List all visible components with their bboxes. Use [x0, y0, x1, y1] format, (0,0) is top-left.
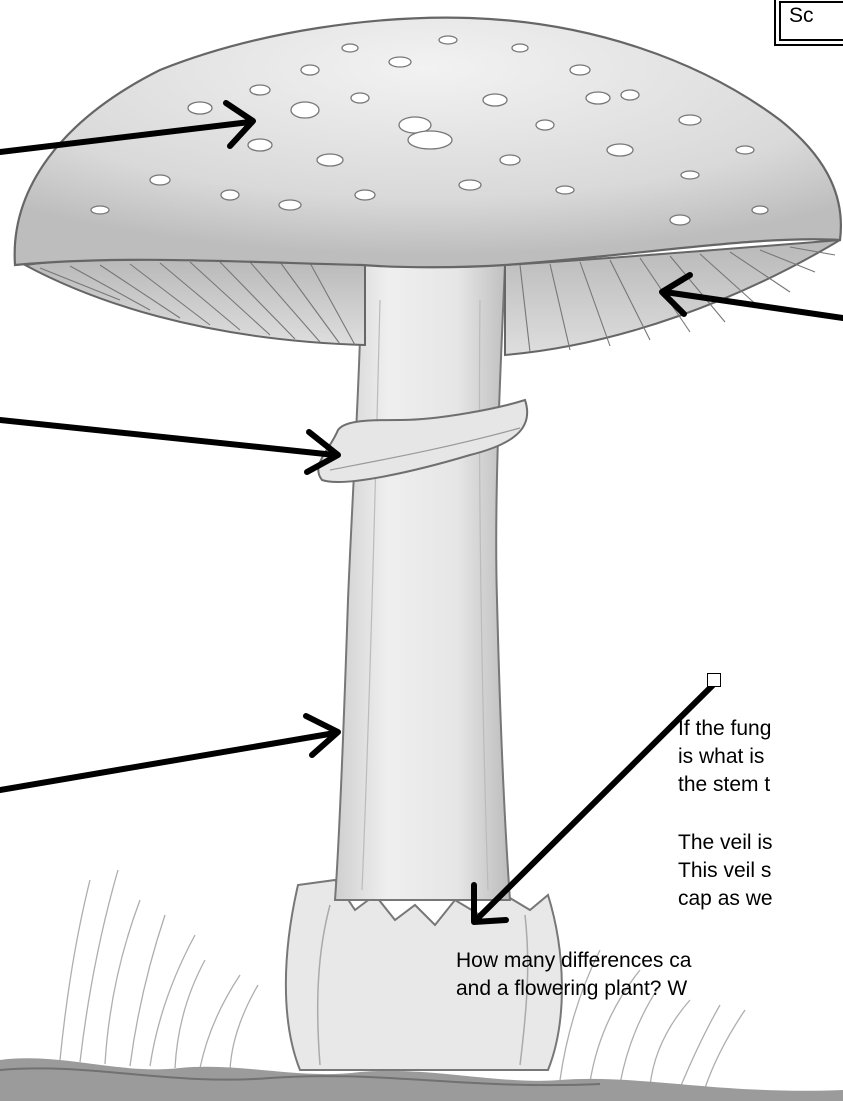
- veil-desc-line-3: cap as we: [678, 885, 773, 913]
- veil-intro-line-3: the stem t: [678, 771, 770, 799]
- veil-intro-line-1: If the fung: [678, 715, 771, 743]
- question-line-1: How many differences ca: [456, 947, 843, 975]
- veil-intro-line-2: is what is: [678, 743, 764, 771]
- answer-checkbox[interactable]: [707, 673, 721, 687]
- arrow-stem: [0, 716, 338, 790]
- stem: [335, 265, 510, 900]
- question-line-2: and a flowering plant? W: [456, 975, 843, 1003]
- page-title: Sc: [789, 4, 814, 28]
- veil-desc-line-2: This veil s: [678, 857, 771, 885]
- cap: [15, 18, 841, 268]
- veil-desc-line-1: The veil is: [678, 829, 773, 857]
- arrow-ring: [0, 420, 338, 472]
